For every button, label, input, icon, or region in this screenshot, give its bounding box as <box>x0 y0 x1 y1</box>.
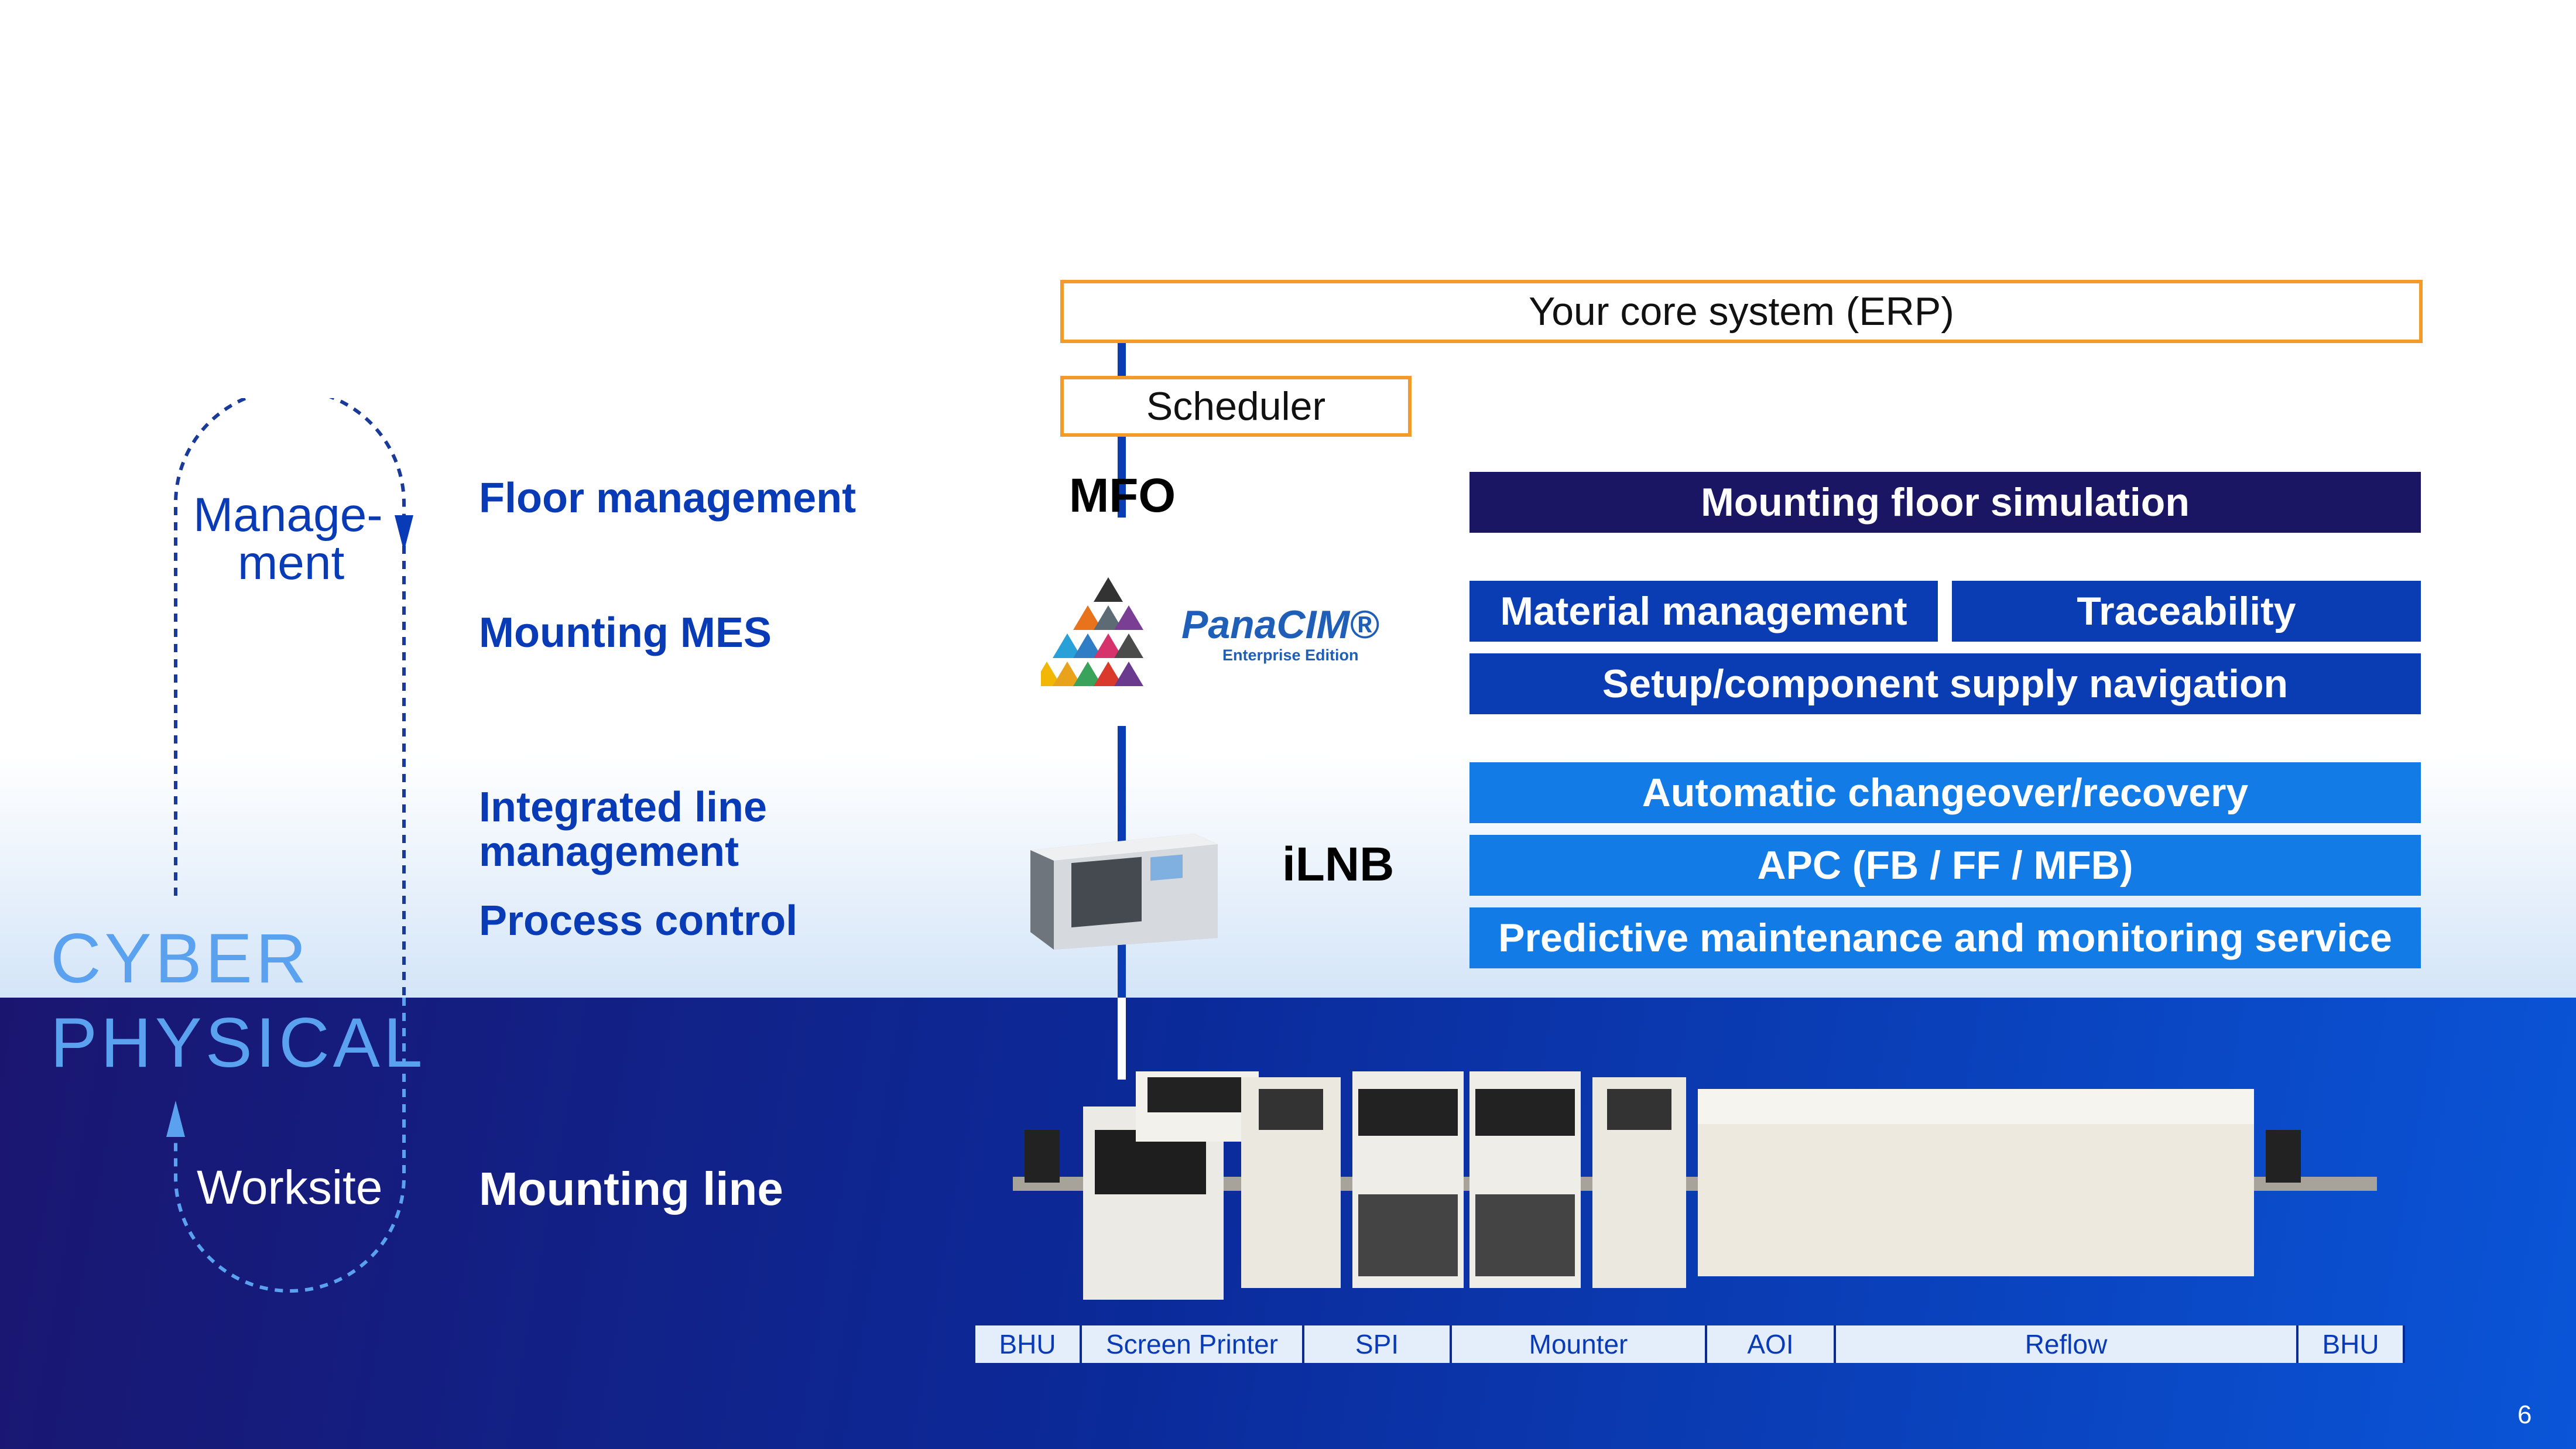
connector-line-bottom <box>1118 998 1126 1080</box>
panacim-logo: PanaCIM® Enterprise Edition <box>1032 574 1427 708</box>
panacim-subtitle: Enterprise Edition <box>1222 646 1359 664</box>
process-step-mounter: Mounter <box>1450 1325 1705 1363</box>
process-step-bhu-2: BHU <box>2296 1325 2405 1363</box>
worksite-label: Worksite <box>197 1161 383 1214</box>
management-label-2: ment <box>238 536 345 590</box>
connector-line-mid <box>1118 436 1126 518</box>
mounting-mes-label: Mounting MES <box>479 609 772 656</box>
predictive-maintenance-box: Predictive maintenance and monitoring se… <box>1469 907 2421 968</box>
mounting-line-machines-image <box>1013 1071 2377 1300</box>
setup-navigation-box: Setup/component supply navigation <box>1469 653 2421 714</box>
page-number: 6 <box>2517 1400 2532 1429</box>
material-management-box: Material management <box>1469 581 1938 642</box>
traceability-box: Traceability <box>1952 581 2421 642</box>
process-step-aoi: AOI <box>1705 1325 1834 1363</box>
mounting-line-label: Mounting line <box>479 1163 783 1215</box>
connector-line-top <box>1118 343 1126 376</box>
process-step-spi: SPI <box>1302 1325 1450 1363</box>
process-step-bhu-1: BHU <box>973 1325 1080 1363</box>
apc-box: APC (FB / FF / MFB) <box>1469 835 2421 896</box>
panacim-triangles-icon <box>1032 577 1143 686</box>
ilnb-server-image <box>1019 827 1227 955</box>
panacim-wordmark: PanaCIM® <box>1181 602 1379 647</box>
management-label-1: Manage- <box>193 488 383 542</box>
erp-box: Your core system (ERP) <box>1060 280 2423 343</box>
integrated-line-label-2: management <box>479 828 739 875</box>
cyber-label: CYBER <box>50 919 310 998</box>
process-step-reflow: Reflow <box>1834 1325 2296 1363</box>
ilnb-label: iLNB <box>1282 838 1395 891</box>
server-icon <box>1030 834 1218 950</box>
auto-changeover-box: Automatic changeover/recovery <box>1469 762 2421 823</box>
mfo-label: MFO <box>1069 469 1176 522</box>
scheduler-box: Scheduler <box>1060 376 1412 437</box>
process-step-screen-printer: Screen Printer <box>1080 1325 1302 1363</box>
cycle-arrows <box>166 398 413 1293</box>
process-control-label: Process control <box>479 898 798 944</box>
mounting-floor-simulation-box: Mounting floor simulation <box>1469 472 2421 533</box>
physical-label: PHYSICAL <box>50 1003 426 1082</box>
integrated-line-label-1: Integrated line <box>479 784 768 831</box>
floor-management-label: Floor management <box>479 475 857 522</box>
